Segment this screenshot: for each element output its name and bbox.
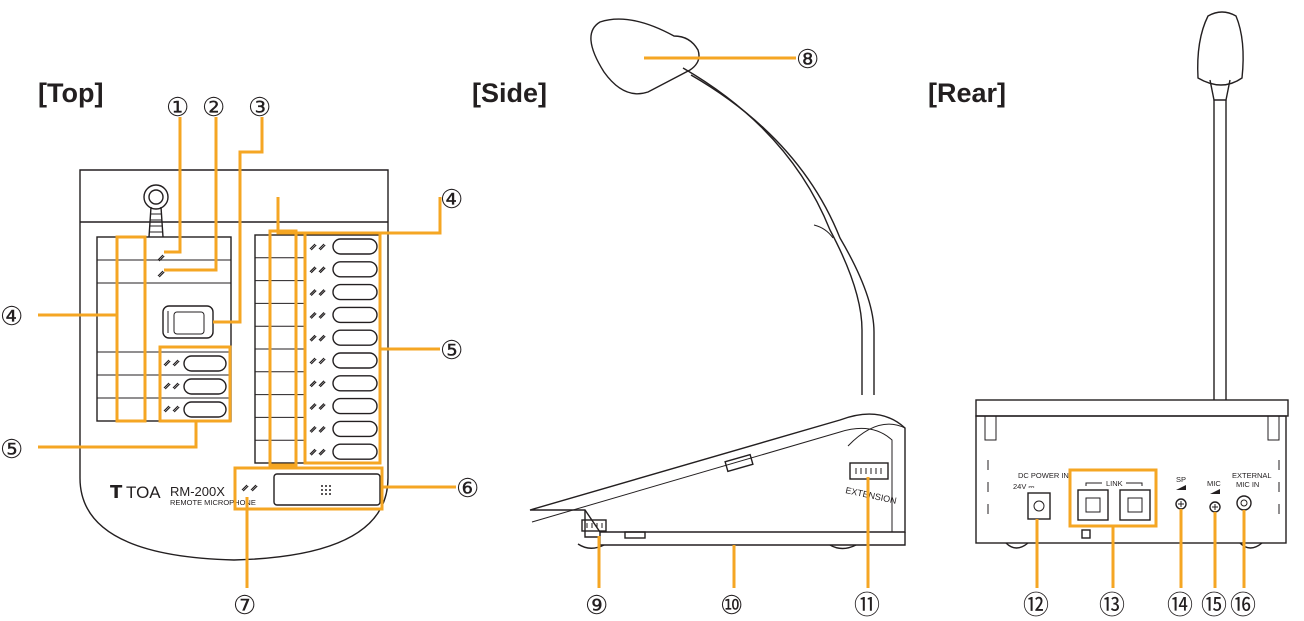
function-key [273, 473, 381, 506]
callout-15: ⑮ [1201, 590, 1227, 620]
selection-key [332, 261, 378, 278]
selection-key [332, 352, 378, 369]
external-mic-label-2: MIC IN [1236, 480, 1259, 489]
selection-key [332, 329, 378, 346]
selection-key-led [309, 311, 326, 320]
dc-voltage-label: 24V ⎓ [1013, 482, 1035, 491]
selection-key-led [309, 402, 326, 411]
right-selection-keys [255, 238, 378, 460]
selection-key-led [309, 425, 326, 434]
callout-11: ⑪ [854, 590, 880, 620]
callout-1: ① [166, 92, 189, 122]
callout-6: ⑥ [456, 473, 479, 503]
brand-name: TOA [126, 483, 161, 502]
highlight-c4-left [115, 235, 147, 423]
side-view: EXTENSION [529, 18, 906, 550]
left-selection-keys [163, 355, 227, 418]
callout-5-left: ⑤ [0, 434, 23, 464]
callout-5-right: ⑤ [440, 335, 463, 365]
top-view-title: [Top] [38, 78, 104, 108]
external-mic-label-1: EXTERNAL [1232, 471, 1272, 480]
selection-key-led [309, 448, 326, 456]
speaker-grille [321, 485, 331, 495]
dc-power-jack [1027, 492, 1051, 520]
callout-7: ⑦ [233, 590, 256, 620]
selection-key-led [309, 266, 326, 274]
highlight-c5-left [158, 345, 232, 423]
highlight-c5-right [303, 231, 382, 465]
mic-base-inner [148, 189, 164, 205]
callout-4-left: ④ [0, 301, 23, 331]
rear-mic-head [1197, 11, 1244, 86]
mic-head [590, 18, 700, 95]
side-leaders [597, 56, 870, 588]
rear-top-plate [975, 399, 1289, 417]
gooseneck-stub [148, 206, 164, 238]
callout-3: ③ [248, 92, 271, 122]
external-mic-jack [1236, 495, 1252, 511]
side-view-title: [Side] [472, 78, 548, 108]
rear-body [975, 415, 1287, 544]
selection-key [332, 283, 378, 301]
callout-10: ⑩ [720, 590, 743, 620]
callout-4-right: ④ [440, 184, 463, 214]
callouts: ① ② ③ ④ ④ ⑤ ⑤ ⑥ ⑦ ⑧ ⑨ ⑩ ⑪ ⑫ ⑬ ⑭ ⑮ ⑯ [0, 44, 1256, 620]
mic-base-outer [143, 184, 169, 210]
selection-key-led [309, 380, 326, 388]
selection-key [332, 397, 378, 415]
link-port-2 [1119, 489, 1151, 521]
selection-key [332, 420, 378, 438]
callout-12: ⑫ [1023, 590, 1049, 620]
callout-13: ⑬ [1099, 590, 1125, 620]
rear-leaders [1035, 468, 1246, 588]
selection-key-led [309, 334, 326, 342]
callout-9: ⑨ [585, 590, 608, 620]
callout-16: ⑯ [1230, 590, 1256, 620]
link-port-1 [1077, 489, 1109, 521]
talk-key [162, 305, 214, 339]
top-leaders [38, 117, 456, 588]
mic-label: MIC [1207, 479, 1221, 488]
selection-key-led [309, 243, 326, 251]
selection-key [332, 306, 378, 324]
dc-power-label: DC POWER IN [1018, 471, 1069, 480]
gooseneck [682, 67, 863, 395]
callout-14: ⑭ [1167, 590, 1193, 620]
left-key-rows [97, 259, 231, 399]
rear-view: DC POWER IN 24V ⎓ LINK SP MIC EXTERNAL M… [975, 11, 1289, 549]
model-subtitle: REMOTE MICROPHONE [170, 498, 256, 507]
link-label: LINK [1106, 479, 1123, 488]
model-name: RM-200X [170, 484, 225, 499]
selection-key-led [309, 357, 326, 365]
sp-label: SP [1176, 475, 1186, 484]
selection-key [332, 443, 378, 460]
rear-view-title: [Rear] [928, 78, 1007, 108]
callout-8: ⑧ [796, 44, 819, 74]
extension-label: EXTENSION [845, 485, 898, 506]
selection-key [332, 375, 378, 392]
brand-logo: 𝗧 [110, 482, 123, 502]
callout-2: ② [202, 92, 225, 122]
selection-key [332, 238, 378, 255]
side-small-port [581, 519, 607, 532]
function-key-leds [241, 484, 258, 492]
selection-key-led [309, 288, 326, 297]
side-base [529, 413, 906, 533]
highlight-c4-right [268, 229, 298, 467]
